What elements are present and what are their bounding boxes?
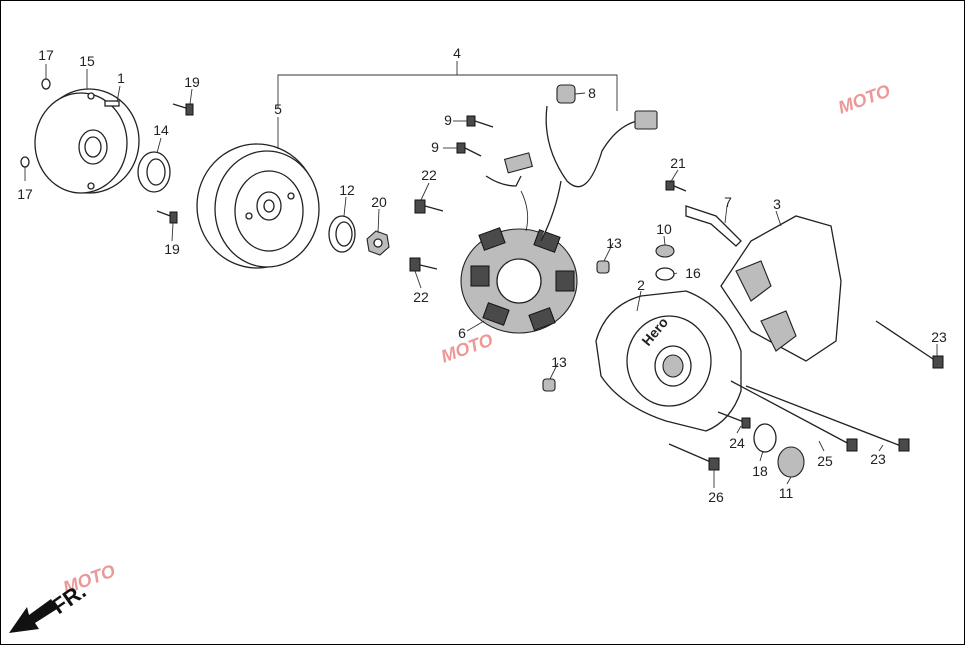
part-label-24: 24: [729, 435, 745, 451]
part-label-14: 14: [153, 122, 169, 138]
part-label-8: 8: [588, 85, 596, 101]
wire-harness-part: [540, 84, 658, 242]
fan-shroud-part: [720, 215, 842, 362]
part-label-17-top: 17: [38, 47, 54, 63]
part-label-2: 2: [637, 277, 645, 293]
part-label-12: 12: [339, 182, 355, 198]
part-label-6: 6: [458, 325, 466, 341]
part-label-23-lower: 23: [870, 451, 886, 467]
leader-lines: [24, 61, 938, 488]
stator-part: [460, 227, 578, 334]
part-label-17-bottom: 17: [17, 186, 33, 202]
filler-plug-part: [655, 244, 675, 281]
dowel-pin-part: [542, 260, 610, 392]
part-label-22-bottom: 22: [413, 289, 429, 305]
part-label-15: 15: [79, 53, 95, 69]
part-label-20: 20: [371, 194, 387, 210]
part-label-19-bottom: 19: [164, 241, 180, 257]
part-label-10: 10: [656, 221, 672, 237]
part-label-26: 26: [708, 489, 724, 505]
timing-cap-part: [753, 423, 805, 478]
part-label-19-top: 19: [184, 74, 200, 90]
flywheel-rotor-part: [196, 143, 320, 269]
front-direction-indicator: FR.: [9, 578, 90, 633]
part-number-labels: 4 17 15 1 17 14 19 19 5 12 20 8 9 9 22 2…: [17, 45, 947, 505]
part-label-23-right: 23: [931, 329, 947, 345]
part-label-9-bottom: 9: [431, 139, 439, 155]
flange-nut-part: [366, 230, 390, 256]
part-label-4: 4: [453, 45, 461, 61]
generator-cover-part: Hero: [595, 290, 742, 432]
watermark-top-right: MOTO: [835, 81, 892, 118]
part-label-18: 18: [752, 463, 768, 479]
part-label-5: 5: [274, 101, 282, 117]
bolt-19-part: [156, 103, 194, 224]
bolt-22-part: [409, 199, 444, 272]
part-label-25: 25: [817, 453, 833, 469]
screw-9-part: [456, 115, 494, 157]
part-label-13-top: 13: [606, 235, 622, 251]
long-bolt-part: [668, 320, 944, 471]
washer-part: [328, 215, 356, 253]
pulser-coil-part: [485, 152, 534, 232]
part-label-21: 21: [670, 155, 686, 171]
flywheel-cover-part: [34, 88, 140, 194]
oil-seal-part: [137, 151, 171, 193]
part-label-3: 3: [773, 196, 781, 212]
part-label-7: 7: [724, 194, 732, 210]
watermark-center: MOTO: [438, 330, 495, 367]
part-label-13-bottom: 13: [551, 354, 567, 370]
part-label-16: 16: [685, 265, 701, 281]
wire-clamp-part: [665, 180, 742, 247]
part-label-22-top: 22: [421, 167, 437, 183]
part-label-1: 1: [117, 70, 125, 86]
front-arrow-icon: [9, 599, 57, 633]
part-label-9-top: 9: [444, 112, 452, 128]
part-label-11: 11: [779, 485, 794, 501]
